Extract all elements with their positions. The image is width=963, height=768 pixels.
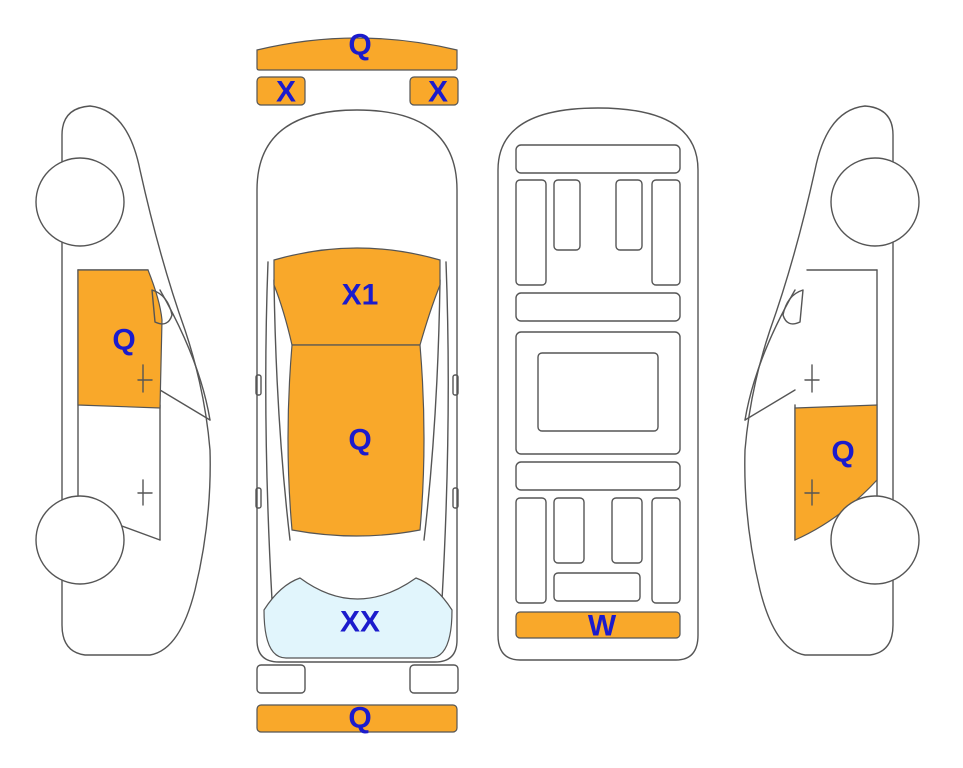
rear-window-part[interactable] xyxy=(263,577,453,659)
right-rear-handle xyxy=(452,487,459,509)
right-front-wheel xyxy=(830,157,920,247)
left-rear-door-part[interactable] xyxy=(77,269,163,409)
left-front-wheel xyxy=(35,157,125,247)
floor-rear-label: W xyxy=(588,610,617,643)
front-right-light-label: X xyxy=(428,76,448,109)
left-rear-door-label: Q xyxy=(112,324,135,357)
hood-label: X1 xyxy=(342,279,379,312)
front-bumper-label: Q xyxy=(348,29,371,62)
rear-window-label: XX xyxy=(340,606,380,639)
left-side-view: Q xyxy=(35,105,211,656)
front-left-light-label: X xyxy=(276,76,296,109)
front-left-light-part[interactable] xyxy=(256,76,306,106)
left-rear-wheel xyxy=(35,495,125,585)
right-rear-door-label: Q xyxy=(831,436,854,469)
front-bumper-part[interactable] xyxy=(256,37,458,71)
rear-left-light[interactable] xyxy=(256,664,306,694)
rear-bumper-part[interactable] xyxy=(256,704,458,733)
underbody-view: W xyxy=(497,107,699,661)
rear-right-light[interactable] xyxy=(409,664,459,694)
roof-label: Q xyxy=(348,424,371,457)
hood-part[interactable] xyxy=(273,247,441,346)
left-rear-handle xyxy=(255,487,262,509)
underbody-outline xyxy=(497,107,699,661)
left-mirror xyxy=(255,374,262,396)
right-mirror xyxy=(452,374,459,396)
right-side-view: Q xyxy=(744,105,920,656)
right-rear-wheel xyxy=(830,495,920,585)
rear-bumper-label: Q xyxy=(348,702,371,735)
roof-part[interactable] xyxy=(287,344,425,537)
top-view-car: Q X X X1 Q XX Q xyxy=(255,29,459,735)
front-right-light-part[interactable] xyxy=(409,76,459,106)
floor-rear-part[interactable] xyxy=(515,611,681,639)
